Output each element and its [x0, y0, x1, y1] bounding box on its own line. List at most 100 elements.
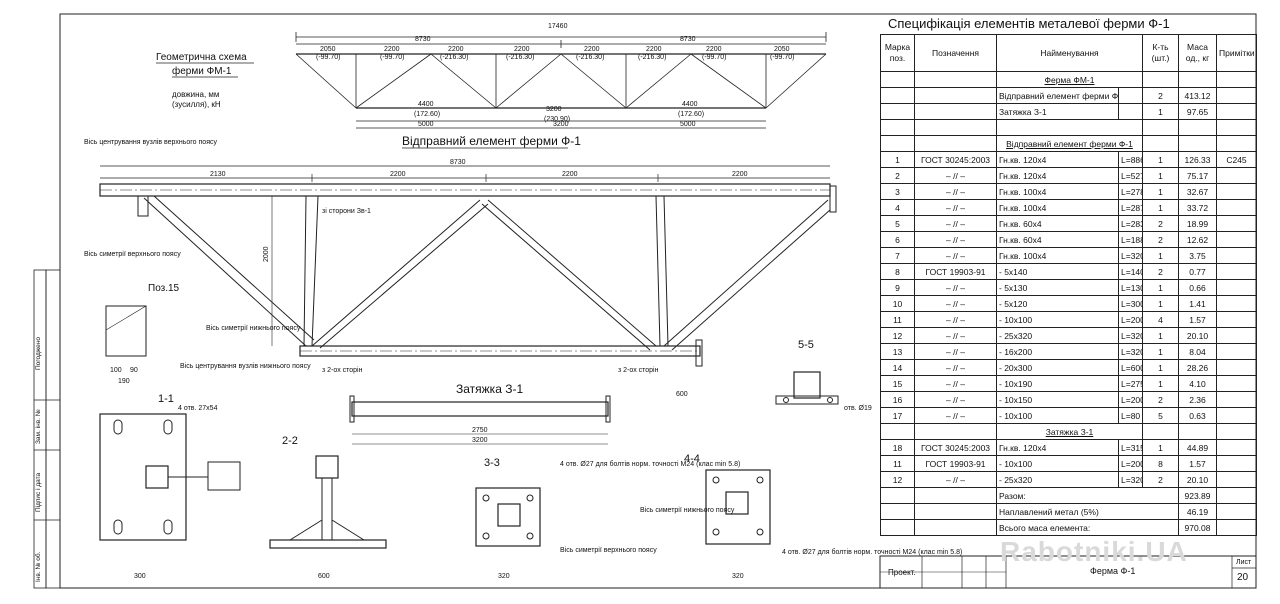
spec-cell: Гн.кв. 120x4 — [996, 167, 1119, 184]
force-2: (-99.70) — [380, 54, 405, 61]
spec-cell — [1216, 199, 1257, 216]
spec-cell: 2.36 — [1178, 391, 1217, 408]
spec-cell: 2 — [1142, 87, 1179, 104]
spec-cell: - 10x100 — [996, 407, 1119, 424]
spec-cell — [914, 503, 997, 520]
spec-cell: 46.19 — [1178, 503, 1217, 520]
section-3-3-holes: 4 отв. Ø27 для болтів норм. точності М24… — [560, 460, 740, 468]
spec-cell: 7 — [880, 247, 915, 264]
spec-cell — [1216, 519, 1257, 536]
spec-cell — [1216, 311, 1257, 328]
spec-cell: L=200 — [1118, 391, 1143, 408]
spec-cell: 3.75 — [1178, 247, 1217, 264]
dim-panel-2: 2200 — [384, 46, 400, 53]
spec-cell: 1 — [1142, 439, 1179, 456]
spec-cell: 32.67 — [1178, 183, 1217, 200]
force-5: (-216.30) — [576, 54, 604, 61]
spec-cell — [1216, 471, 1257, 488]
spec-cell: Затяжка З-1 — [996, 423, 1143, 440]
spec-cell — [880, 487, 915, 504]
poz15-title: Поз.15 — [148, 283, 180, 294]
spec-cell — [1216, 215, 1257, 232]
spec-cell — [880, 103, 915, 120]
spec-cell — [1216, 295, 1257, 312]
spec-cell: 0.66 — [1178, 279, 1217, 296]
spec-cell: - 10x100 — [996, 311, 1119, 328]
spec-cell: 97.65 — [1178, 103, 1217, 120]
spec-cell: - 10x100 — [996, 455, 1119, 472]
spec-cell: 1 — [1142, 279, 1179, 296]
spec-cell — [1178, 423, 1217, 440]
section-1-1-width: 300 — [134, 573, 146, 580]
dim-half-left: 8730 — [415, 36, 431, 43]
geom-legend-2: (зусилля), кН — [172, 100, 221, 109]
spec-cell: 970.08 — [1178, 519, 1217, 536]
spec-cell: ГОСТ 30245:2003 — [914, 151, 997, 168]
spec-cell: 10 — [880, 295, 915, 312]
spec-cell — [1216, 263, 1257, 280]
spec-header: Позначення — [914, 34, 997, 72]
spec-row — [880, 119, 1257, 136]
section-2-2 — [269, 455, 387, 549]
spec-cell: L=320 — [1118, 327, 1143, 344]
spec-cell: 13 — [880, 343, 915, 360]
spec-cell — [880, 71, 915, 88]
geom-legend-1: довжина, мм — [172, 90, 219, 99]
geometric-scheme — [295, 32, 827, 129]
spec-cell: 18 — [880, 439, 915, 456]
spec-cell: ГОСТ 19903-91 — [914, 263, 997, 280]
dim-half-right: 8730 — [680, 36, 696, 43]
force-bottom-3: (172.60) — [678, 111, 704, 118]
spec-cell: L=80 — [1118, 407, 1143, 424]
spec-cell: 923.89 — [1178, 487, 1217, 504]
tie-dim-3200: 3200 — [472, 437, 488, 444]
spec-cell — [1216, 391, 1257, 408]
spec-cell — [914, 119, 997, 136]
spec-cell: Гн.кв. 100x4 — [996, 183, 1119, 200]
spec-cell — [880, 423, 915, 440]
titleblock-name: Ферма Ф-1 — [1090, 566, 1136, 576]
spec-cell: – // – — [914, 327, 997, 344]
section-4-4-width: 320 — [732, 573, 744, 580]
spec-cell: 9 — [880, 279, 915, 296]
dim-panel-3: 2200 — [448, 46, 464, 53]
spec-cell: ГОСТ 30245:2003 — [914, 439, 997, 456]
spec-cell — [1216, 327, 1257, 344]
spec-cell — [880, 87, 915, 104]
spec-cell — [1216, 423, 1257, 440]
spec-cell: 1 — [1142, 359, 1179, 376]
spec-cell: – // – — [914, 407, 997, 424]
spec-cell: L=320 — [1118, 343, 1143, 360]
section-1-1 — [99, 413, 241, 541]
spec-cell: 0.77 — [1178, 263, 1217, 280]
spec-cell — [1178, 71, 1217, 88]
tie-dim-2750: 2750 — [472, 427, 488, 434]
spec-cell: 20.10 — [1178, 327, 1217, 344]
section-4-4-holes: 4 отв. Ø27 для болтів норм. точності М24… — [782, 548, 962, 556]
spec-cell: Гн.кв. 120x4 — [996, 439, 1119, 456]
section-2-2-title: 2-2 — [282, 435, 298, 447]
section-4-4-title: 4-4 — [684, 453, 700, 465]
spec-cell: 8.04 — [1178, 343, 1217, 360]
spec-cell: 14 — [880, 359, 915, 376]
spec-cell — [1142, 119, 1179, 136]
dim-5000-left: 5000 — [418, 121, 434, 128]
spec-cell: 15 — [880, 375, 915, 392]
spec-cell — [914, 87, 997, 104]
titleblock-list-number: 20 — [1237, 572, 1249, 583]
spec-cell — [1216, 183, 1257, 200]
spec-cell — [1216, 343, 1257, 360]
spec-cell: 2 — [1142, 471, 1179, 488]
spec-cell: 5 — [880, 215, 915, 232]
spec-cell — [914, 487, 997, 504]
spec-cell: Гн.кв. 60x4 — [996, 215, 1119, 232]
